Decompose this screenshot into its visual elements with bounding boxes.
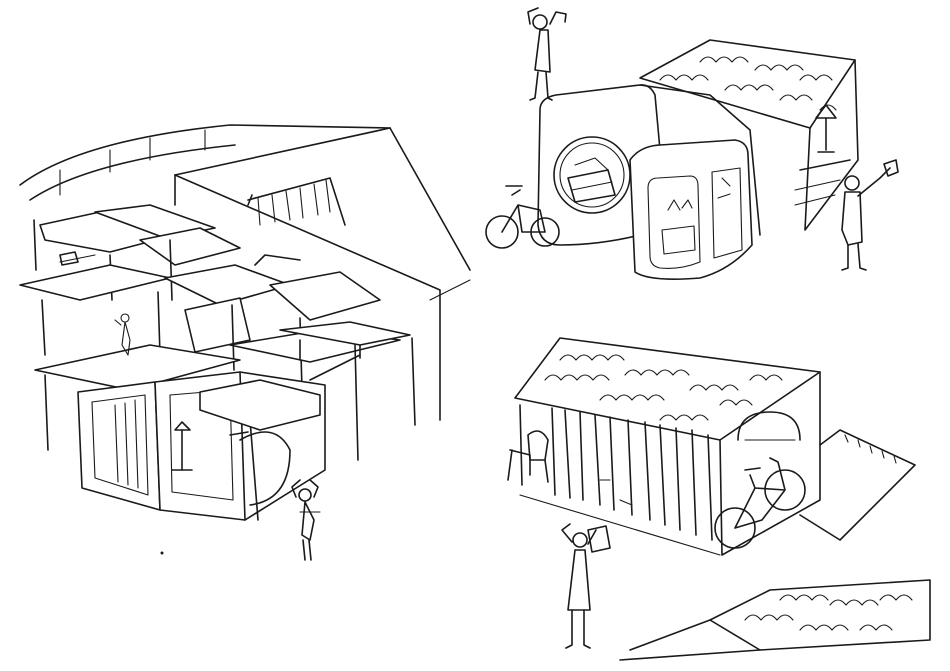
curtain-icon bbox=[519, 404, 713, 541]
person-icon bbox=[291, 479, 321, 561]
bedroom-pods-sketch bbox=[485, 7, 899, 280]
roof-icon bbox=[639, 39, 859, 231]
back-wall bbox=[19, 124, 471, 421]
pod-icon bbox=[629, 139, 753, 280]
bed-icon bbox=[567, 157, 616, 203]
shed-walls bbox=[719, 371, 821, 556]
roof-icon bbox=[514, 337, 821, 441]
paving-ticks bbox=[844, 434, 897, 464]
lamp-icon bbox=[171, 421, 193, 471]
pod-icon bbox=[77, 371, 326, 521]
bicycle-icon bbox=[485, 185, 560, 249]
person-icon bbox=[561, 523, 611, 649]
canopy-icon bbox=[19, 254, 381, 391]
shed-floor-line bbox=[519, 494, 721, 556]
lamp-icon bbox=[815, 104, 837, 153]
roof-fragment-sketch bbox=[619, 579, 931, 661]
canopy-icon bbox=[34, 321, 416, 461]
person-icon bbox=[114, 313, 131, 356]
bicycle-icon bbox=[714, 457, 806, 549]
person-icon bbox=[841, 159, 899, 271]
chair-icon bbox=[507, 430, 549, 483]
curtain-icon bbox=[247, 177, 346, 226]
paving bbox=[799, 429, 916, 541]
bike-shed-sketch bbox=[507, 337, 916, 649]
market-stalls-sketch bbox=[19, 124, 471, 561]
round-window bbox=[737, 411, 801, 441]
person-icon bbox=[527, 7, 567, 101]
canopy-icon bbox=[33, 204, 241, 301]
roof-icon bbox=[619, 579, 931, 661]
